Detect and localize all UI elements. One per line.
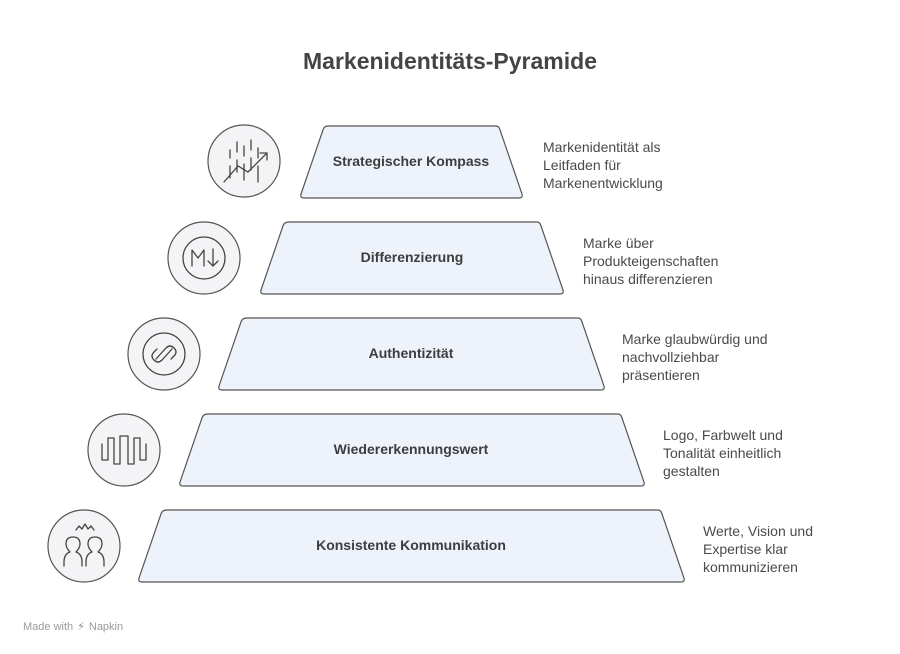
footer-attribution: Made with ⚡ Napkin	[23, 620, 124, 634]
tier-description-4: Werte, Vision und Expertise klar kommuni…	[703, 522, 900, 576]
tier-konsistente-kommunikation: Konsistente Kommunikation	[138, 509, 685, 583]
tier-label: Wiedererkennungswert	[334, 441, 489, 457]
people-icon	[47, 509, 121, 583]
description-line: Leitfaden für	[543, 157, 621, 173]
description-line: Marke über	[583, 235, 654, 251]
description-line: Tonalität einheitlich	[663, 445, 782, 461]
tier-description-1: Marke über Produkteigenschaften hinaus d…	[583, 234, 783, 288]
tier-label: Authentizität	[369, 345, 454, 361]
tier-description-2: Marke glaubwürdig und nachvollziehbar pr…	[622, 330, 822, 384]
tier-label: Konsistente Kommunikation	[316, 537, 506, 553]
tier-description-0: Markenidentität als Leitfaden für Marken…	[543, 138, 743, 192]
footer-brand: Napkin	[88, 620, 124, 633]
description-line: gestalten	[663, 463, 720, 479]
tier-shape	[218, 317, 605, 391]
tier-shape	[260, 221, 564, 295]
napkin-logo-icon: ⚡	[77, 621, 85, 633]
tier-shape	[179, 413, 645, 487]
tier-strategischer-kompass: Strategischer Kompass	[300, 125, 523, 199]
wave-pattern-icon	[87, 413, 161, 487]
tier-label: Differenzierung	[361, 249, 464, 265]
chart-trend-icon	[207, 124, 281, 198]
tier-description-3: Logo, Farbwelt und Tonalität einheitlich…	[663, 426, 863, 480]
tier-shape	[300, 125, 523, 199]
tier-wiedererkennungswert: Wiedererkennungswert	[179, 413, 645, 487]
description-line: Expertise klar	[703, 541, 788, 557]
diagram-title: Markenidentitäts-Pyramide	[303, 48, 597, 74]
tier-differenzierung: Differenzierung	[260, 221, 564, 295]
description-line: Markenentwicklung	[543, 175, 663, 191]
description-line: nachvollziehbar	[622, 349, 720, 365]
tier-label: Strategischer Kompass	[333, 153, 490, 169]
description-line: Markenidentität als	[543, 139, 661, 155]
description-line: kommunizieren	[703, 559, 798, 575]
description-line: präsentieren	[622, 367, 700, 383]
description-line: hinaus differenzieren	[583, 271, 713, 287]
description-line: Logo, Farbwelt und	[663, 427, 783, 443]
description-line: Werte, Vision und	[703, 523, 813, 539]
description-line: Marke glaubwürdig und	[622, 331, 768, 347]
tier-authentizitaet: Authentizität	[218, 317, 605, 391]
markdown-icon	[167, 221, 241, 295]
footer-made-with: Made with	[23, 620, 74, 633]
link-loop-icon	[127, 317, 201, 391]
description-line: Produkteigenschaften	[583, 253, 719, 269]
tier-shape	[138, 509, 685, 583]
